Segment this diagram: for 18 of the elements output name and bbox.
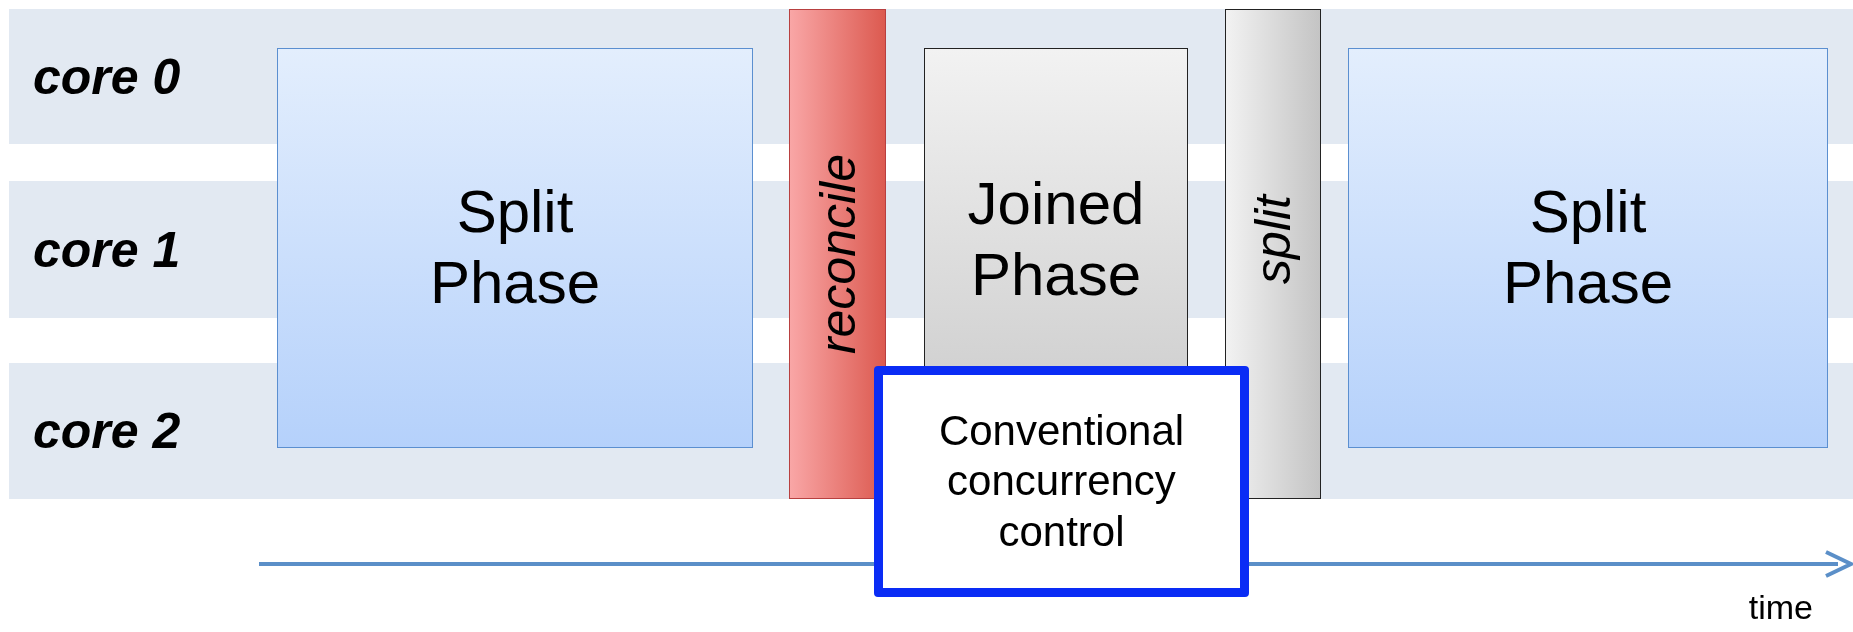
- phase-bar: [789, 9, 886, 499]
- core-lane: [9, 363, 277, 499]
- phase-box: [924, 48, 1188, 366]
- lane-label: core 0: [33, 47, 181, 106]
- phase-box: [277, 48, 753, 448]
- core-lane: [9, 181, 277, 318]
- phase-label: Joined Phase: [966, 169, 1146, 310]
- lane-label: core 1: [33, 220, 181, 279]
- phase-label: Split Phase: [428, 177, 602, 318]
- phase-label: reconcile: [808, 153, 867, 355]
- phase-label: Conventional concurrency control: [937, 405, 1186, 557]
- phase-bar: [1225, 9, 1321, 499]
- highlight-box: [874, 366, 1249, 597]
- phase-box: [1348, 48, 1828, 448]
- phase-label: split: [1244, 195, 1302, 284]
- axis-label: time: [1748, 588, 1813, 627]
- phase-label: Split Phase: [1501, 177, 1675, 318]
- lane-label: core 2: [33, 402, 181, 460]
